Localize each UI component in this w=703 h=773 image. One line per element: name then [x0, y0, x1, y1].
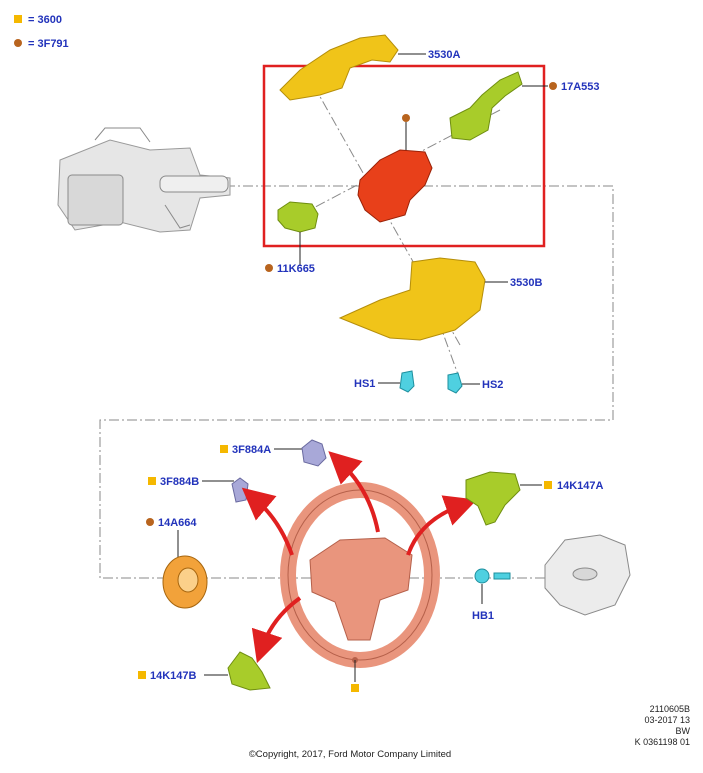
- lighting-switch-dot-marker: [265, 264, 273, 272]
- airbag-bolt-label[interactable]: HB1: [472, 610, 494, 622]
- control-right-image: [465, 471, 521, 526]
- info-line-3: BW: [676, 726, 691, 736]
- switch-b-image: [231, 477, 249, 503]
- screw-hs2-label[interactable]: HS2: [482, 379, 503, 391]
- airbag-module-image: [544, 534, 631, 616]
- clockspring-label[interactable]: 14A664: [158, 517, 197, 529]
- switch-b-square-marker: [148, 477, 156, 485]
- wiper-switch-label[interactable]: 17A553: [561, 81, 600, 93]
- clockspring-image: [162, 555, 208, 609]
- switch-b-label[interactable]: 3F884B: [160, 476, 199, 488]
- airbag-bolt-image: [474, 568, 511, 584]
- arrow-to-switch-b: [241, 487, 294, 556]
- switch-module-dot-marker: [402, 114, 410, 122]
- switch-a-label[interactable]: 3F884A: [232, 444, 271, 456]
- screw-hs1-image: [399, 370, 415, 393]
- arrow-to-switch-a: [328, 451, 380, 533]
- legend-dot-label: = 3F791: [28, 38, 69, 50]
- screw-hs2-image: [447, 372, 463, 394]
- control-left-image: [227, 651, 271, 691]
- upper-shroud-image: [279, 34, 399, 101]
- legend-square-marker: [14, 15, 22, 23]
- switch-a-image: [301, 439, 327, 467]
- arrow-to-control-left: [251, 596, 302, 664]
- wiper-switch-dot-marker: [549, 82, 557, 90]
- legend-dot-marker: [14, 39, 22, 47]
- switch-a-square-marker: [220, 445, 228, 453]
- lower-shroud-label[interactable]: 3530B: [510, 277, 542, 289]
- info-line-2: 03-2017 13: [644, 715, 690, 725]
- info-line-1: 2110605B: [650, 704, 690, 714]
- arrow-to-control-right: [406, 495, 478, 556]
- highlight-box: [262, 64, 546, 248]
- wiper-switch-image: [449, 71, 523, 141]
- steering-wheel-image: [280, 482, 440, 668]
- wheel-square-marker: [351, 684, 359, 692]
- control-left-square-marker: [138, 671, 146, 679]
- upper-shroud-label[interactable]: 3530A: [428, 49, 460, 61]
- control-right-label[interactable]: 14K147A: [557, 480, 604, 492]
- clockspring-dot-marker: [146, 518, 154, 526]
- lighting-switch-label[interactable]: 11K665: [277, 263, 315, 275]
- lower-shroud-image: [338, 257, 486, 341]
- lighting-switch-image: [277, 201, 319, 233]
- info-line-4: K 0361198 01: [635, 737, 690, 747]
- switch-module-image: [357, 114, 433, 223]
- control-left-label[interactable]: 14K147B: [150, 670, 197, 682]
- legend-square-label: = 3600: [28, 14, 62, 26]
- control-right-square-marker: [544, 481, 552, 489]
- copyright-text: ©Copyright, 2017, Ford Motor Company Lim…: [249, 749, 451, 760]
- screw-hs1-label[interactable]: HS1: [354, 378, 375, 390]
- steering-column-image: [57, 127, 231, 233]
